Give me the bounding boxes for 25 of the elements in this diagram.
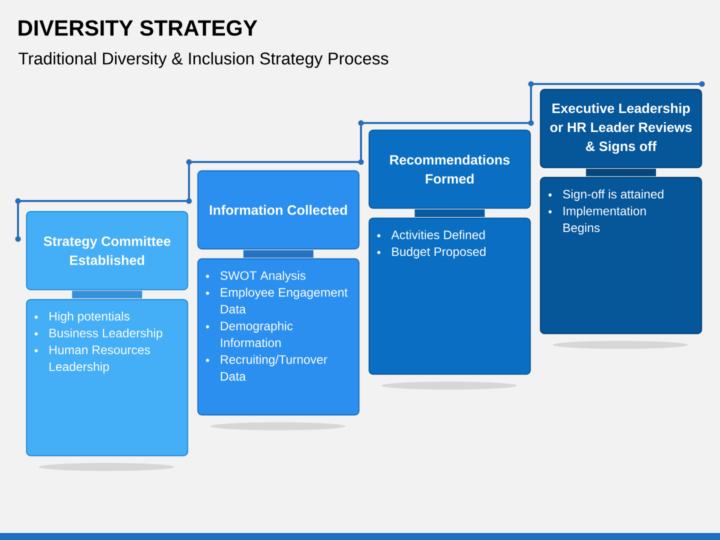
bullet-item: Sign-off is attained xyxy=(548,190,664,201)
step-body-box xyxy=(197,258,360,416)
subtitle: Traditional Diversity & Inclusion Strategy Process xyxy=(18,52,388,68)
step-body-box xyxy=(26,299,188,456)
step-body-box xyxy=(540,176,702,334)
connector-bar xyxy=(243,250,314,258)
title: DIVERSITY STRATEGY xyxy=(18,20,258,36)
bullet-item: Activities Defined xyxy=(377,230,485,240)
step-header-box: Executive Leadership or HR Leader Reviews & Signs off xyxy=(540,88,702,168)
bullet-item: Human Resources Leadership xyxy=(34,346,150,374)
bullet-item: Implementation Begins xyxy=(548,206,646,235)
connector-bar xyxy=(414,209,485,217)
step-body-box xyxy=(368,218,531,375)
step-header-box: Recommendations Formed xyxy=(368,130,531,209)
bullet-item: High potentials xyxy=(34,312,130,324)
bullet-item: Business Leadership xyxy=(34,328,162,340)
bullet-item: Budget Proposed xyxy=(377,247,486,258)
bullet-item: Employee Engagement Data xyxy=(206,288,348,314)
connector-bar xyxy=(586,168,656,176)
step-header-box: Information Collected xyxy=(197,170,360,250)
bullet-item: Recruiting/Turnover Data xyxy=(206,354,328,381)
bullet-item: Demographic Information xyxy=(206,321,293,348)
connector-bar xyxy=(72,290,142,298)
bullet-item: SWOT Analysis xyxy=(206,270,306,282)
step-header-box: Strategy Committee Established xyxy=(26,211,188,290)
